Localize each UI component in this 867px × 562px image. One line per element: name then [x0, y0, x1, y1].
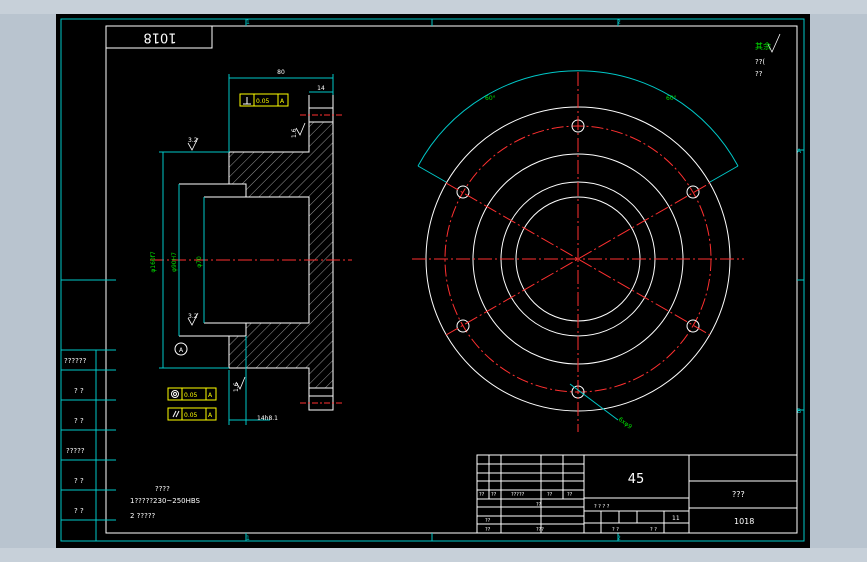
title-cell: ? ? ? ?	[594, 504, 610, 510]
title-cell: ??	[491, 492, 497, 498]
bolt-hole	[686, 185, 700, 199]
dim-overall-length: 80	[277, 69, 285, 76]
drawing-canvas[interactable]	[56, 14, 810, 548]
perpendicularity-frame	[239, 93, 289, 107]
zone-letter-b: B	[797, 408, 801, 415]
hole-callout: 6xφ9	[617, 416, 633, 431]
viewport-bottom-margin	[0, 548, 867, 562]
dim-outer-diameter: φ160f7	[150, 251, 157, 273]
front-centerline-diag	[445, 182, 711, 336]
parallelism-frame	[167, 407, 217, 421]
title-cell: ??	[547, 492, 553, 498]
datum-a-marker	[174, 342, 188, 356]
zone-number-1-top: 1	[246, 19, 250, 26]
left-panel-label: ??????	[64, 357, 87, 365]
zone-number-2-bottom: 2	[617, 535, 621, 542]
bolt-hole	[456, 185, 470, 199]
tol-conc-value: 0.05	[184, 392, 198, 399]
title-cell: ??	[567, 492, 573, 498]
dim-mid-diameter: φ90H7	[171, 252, 178, 272]
notes-line-2: 2 ?????	[130, 512, 156, 520]
tol-perp-value: 0.05	[256, 98, 270, 105]
left-panel-label: ? ?	[74, 507, 84, 515]
drawing-number: 1018	[734, 517, 754, 526]
left-panel-label: ?????	[66, 447, 85, 455]
roughness-bottom: 1.6	[233, 382, 240, 392]
left-panel	[61, 279, 116, 541]
roughness-other-label: 其余	[755, 41, 771, 51]
title-cell: ?????	[511, 492, 525, 498]
material-label: 45	[628, 472, 645, 487]
roughness-bore: 3.2	[188, 313, 198, 320]
part-number-box	[105, 25, 213, 49]
title-cell: ??	[485, 518, 491, 524]
bolt-hole	[686, 319, 700, 333]
title-cell: ? ?	[650, 527, 657, 533]
bolt-hole	[456, 319, 470, 333]
angle-left: 60°	[485, 95, 496, 102]
section-view[interactable]	[150, 74, 352, 425]
datum-a-label: A	[179, 347, 184, 354]
roughness-flange: 1.6	[291, 128, 298, 138]
title-cell: ? ?	[612, 527, 619, 533]
tol-perp-datum: A	[280, 98, 285, 105]
inner-frame	[105, 25, 798, 534]
viewport-top-margin	[0, 0, 867, 14]
notes-line-1: 1?????230~250HBS	[130, 497, 201, 505]
roughness-note-1: ??(	[755, 58, 765, 66]
front-view[interactable]	[412, 70, 744, 432]
angle-arc	[417, 70, 739, 167]
zone-number-1-bottom: 1	[246, 535, 250, 542]
outer-frame	[60, 18, 805, 542]
left-panel-label: ? ?	[74, 417, 84, 425]
title-cell: ??	[485, 527, 491, 533]
zone-letter-a: A	[797, 148, 802, 155]
part-name: ???	[732, 490, 745, 499]
corner-roughness-symbol	[767, 33, 781, 53]
roughness-note-2: ??	[755, 70, 763, 78]
zone-ticks	[245, 19, 804, 541]
roughness-top: 3.2	[188, 137, 198, 144]
tol-conc-datum: A	[208, 392, 213, 399]
dim-bottom: 14h8.1	[257, 415, 278, 422]
title-cell: ??	[536, 502, 542, 508]
title-block[interactable]	[476, 454, 798, 534]
angle-right: 60°	[666, 95, 677, 102]
sheet-count: 11	[672, 515, 680, 522]
concentricity-frame	[167, 387, 217, 401]
title-cell: ??	[479, 492, 485, 498]
left-panel-label: ? ?	[74, 477, 84, 485]
front-centerline-diag	[445, 182, 711, 336]
tol-par-value: 0.05	[184, 412, 198, 419]
flange-section-hatch	[228, 121, 334, 389]
hole-leader	[569, 383, 619, 421]
dim-flange-thickness: 14	[317, 85, 325, 92]
tol-par-datum: A	[208, 412, 213, 419]
title-cell: ???	[536, 527, 544, 533]
zone-number-2-top: 2	[617, 19, 621, 26]
mirrored-part-number: 1018	[143, 30, 176, 45]
notes-heading: ????	[155, 485, 170, 493]
dim-inner-diameter: φ70	[196, 256, 203, 268]
left-panel-label: ? ?	[74, 387, 84, 395]
